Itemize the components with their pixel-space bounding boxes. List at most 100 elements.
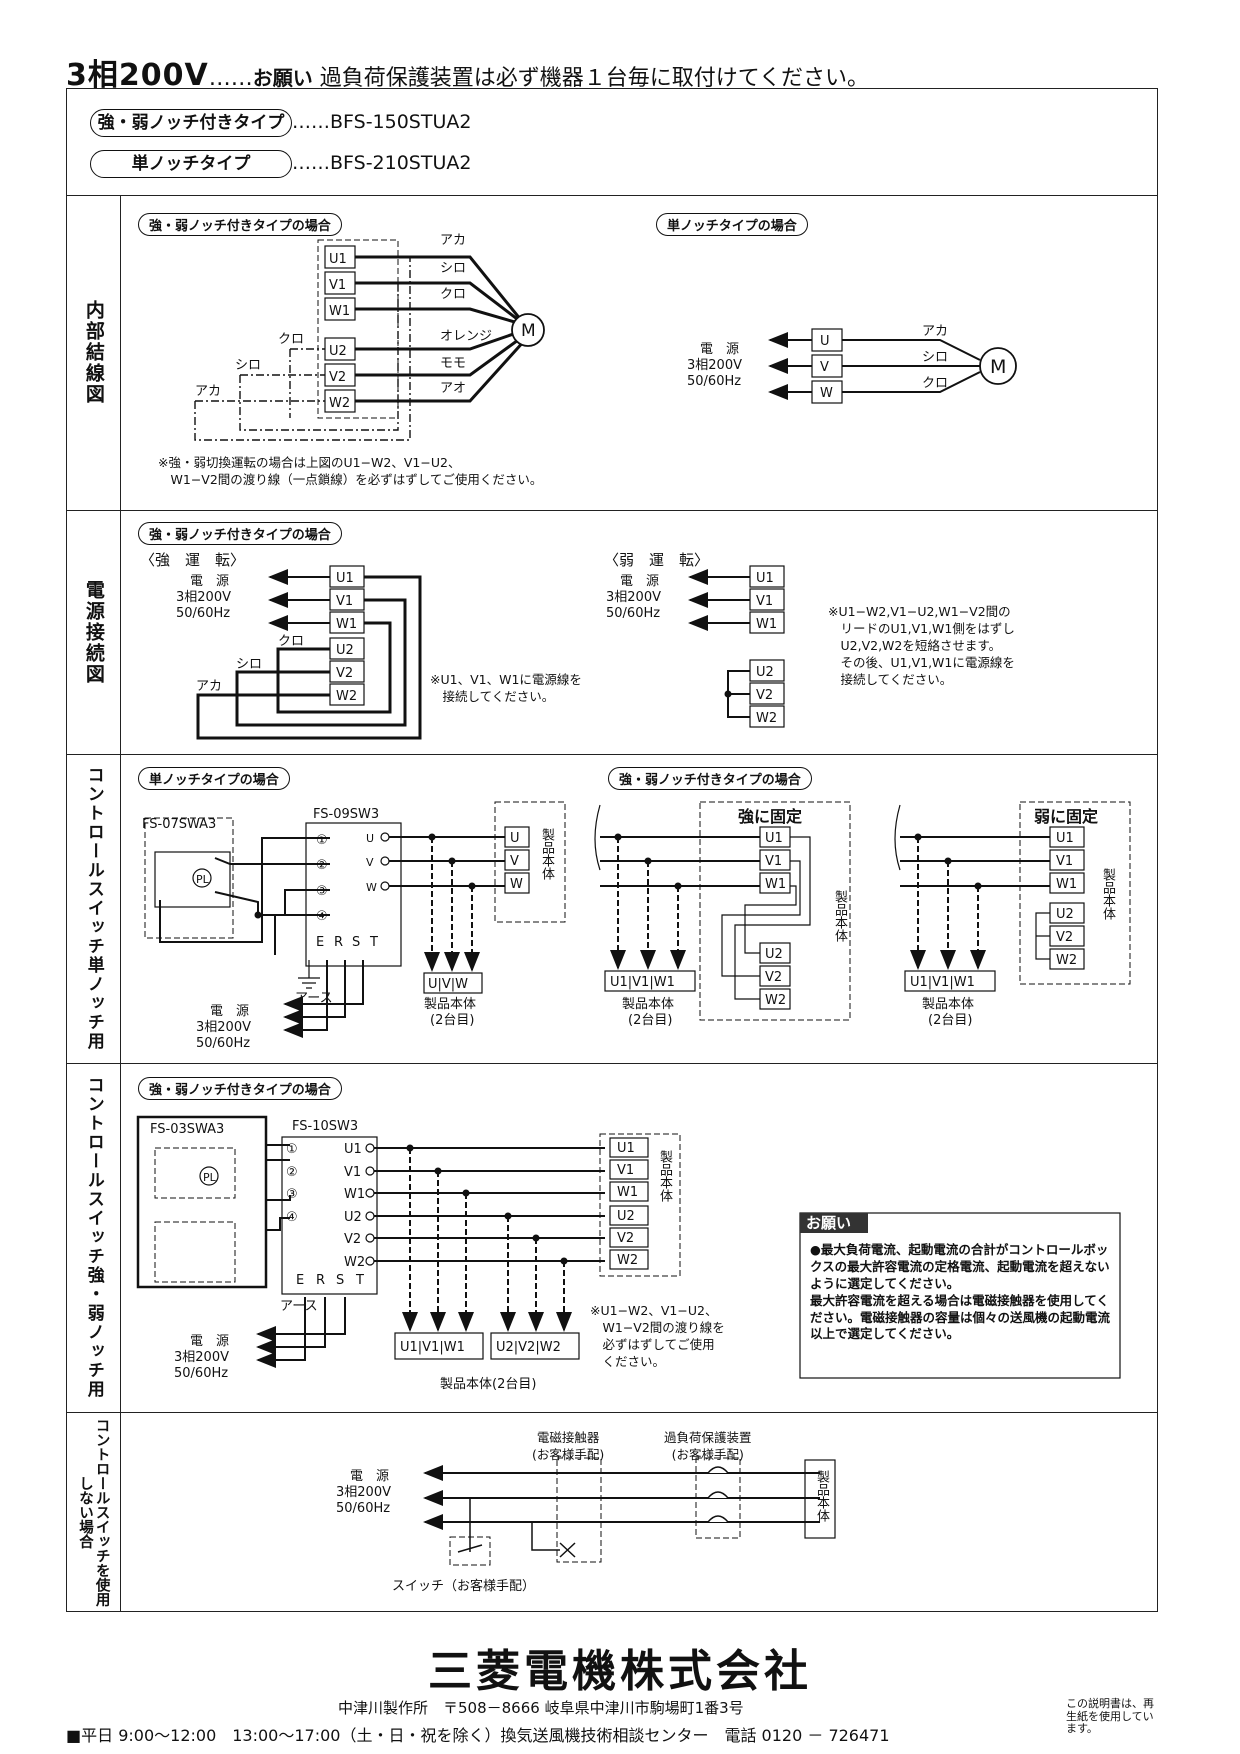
terminal-label: U — [366, 832, 374, 845]
terminal-label: W2 — [344, 1255, 365, 1270]
power-label: 50/60Hz — [176, 606, 230, 621]
weak-note: ※U1−W2,V1−U2,W1−V2間の リードのU1,V1,W1側をはずし U… — [828, 604, 1015, 687]
terminal-label: V1 — [1056, 854, 1073, 869]
terminal-label: V2 — [617, 1231, 634, 1246]
terminal-label: V1 — [756, 594, 773, 609]
terminal-label: U — [510, 831, 520, 846]
terminal-label: S — [352, 935, 360, 950]
wire-label: シロ — [235, 358, 261, 373]
label-column-divider — [120, 195, 121, 1612]
case-dual-pill: 強・弱ノッチ付きタイプの場合 — [138, 522, 342, 545]
wire-label: シロ — [440, 261, 466, 276]
power-label: 3相200V — [176, 590, 231, 605]
terminal-number: ① — [316, 833, 328, 848]
divider — [66, 510, 1158, 511]
terminal-number: ④ — [286, 1210, 298, 1225]
product-label: (2台目) — [928, 1013, 972, 1028]
product-label: 製品本体 — [424, 997, 476, 1012]
divider — [66, 1063, 1158, 1064]
terminal-label: V2 — [344, 1232, 361, 1247]
section-label-dual-ctrl: コントロールスイッチ強・弱ノッチ用 — [83, 1076, 104, 1399]
terminal-number: ③ — [286, 1187, 298, 1202]
internal-single-diagram — [768, 328, 1017, 404]
terminal-label: U1 — [617, 1141, 635, 1156]
contactor-label: 電磁接触器 (お客様手配) — [532, 1430, 605, 1462]
power-label: 電 源 — [190, 1334, 229, 1349]
weak-run-label: 〈弱 運 転〉 — [604, 551, 709, 569]
heading-request-label: お願い — [252, 66, 313, 90]
terminal-number: ③ — [316, 884, 328, 899]
power-label: 50/60Hz — [687, 374, 741, 389]
terminal-number: ① — [286, 1142, 298, 1157]
case-dual-pill: 強・弱ノッチ付きタイプの場合 — [138, 213, 342, 236]
terminal-label: W — [366, 881, 377, 894]
fixed-strong-diagram — [594, 801, 851, 1021]
fixed-weak-label: 弱に固定 — [1034, 807, 1098, 826]
product-body-label: 製品本体 — [1100, 868, 1115, 920]
power-label: 50/60Hz — [336, 1501, 390, 1516]
terminal-label: V — [510, 854, 519, 869]
heading-request-text: 過負荷保護装置は必ず機器１台毎に取付けてください。 — [319, 66, 870, 91]
company-name: 三菱電機株式会社 — [428, 1646, 812, 1697]
wire-label: シロ — [236, 657, 262, 672]
power-label: 電 源 — [620, 574, 659, 589]
heading-dots: …… — [208, 66, 253, 91]
product-label: 製品本体 — [622, 997, 674, 1012]
terminal-label: U1 — [1056, 831, 1074, 846]
earth-label: アース — [295, 991, 333, 1006]
request-title: お願い — [806, 1214, 851, 1232]
page-heading: 3相200V……お願い 過負荷保護装置は必ず機器１台毎に取付けてください。 — [66, 50, 869, 94]
terminal-label: V1 — [336, 594, 353, 609]
terminal-label: U1 — [344, 1142, 362, 1157]
switch-model-label: FS-03SWA3 — [150, 1122, 224, 1137]
product-label: (2台目) — [628, 1013, 672, 1028]
earth-label: アース — [280, 1299, 318, 1314]
terminal-label: V1 — [329, 278, 346, 293]
type-single-pill: 単ノッチタイプ — [90, 150, 292, 178]
strong-note: ※U1、V1、W1に電源線を 接続してください。 — [430, 672, 582, 704]
overload-label: 過負荷保護装置 (お客様手配) — [664, 1430, 752, 1462]
terminal-label: W2 — [617, 1253, 638, 1268]
section-label-single-ctrl: コントロールスイッチ単ノッチ用 — [83, 766, 104, 1051]
wire-label: シロ — [922, 350, 948, 365]
motor-label: M — [521, 321, 536, 341]
terminal-label: W1 — [756, 617, 777, 632]
power-label: 3相200V — [196, 1020, 251, 1035]
terminal-label: W2 — [765, 993, 786, 1008]
factory-address: 中津川製作所 〒508－8666 岐阜県中津川市駒場町1番3号 — [338, 1699, 744, 1717]
wire-label: オレンジ — [440, 329, 492, 344]
terminal-label: W1 — [1056, 877, 1077, 892]
pl-label: PL — [203, 1171, 217, 1184]
section-label-power: 電源接続図 — [82, 579, 105, 685]
terminal-label: U2 — [336, 643, 354, 658]
recycle-note: この説明書は、再生紙を使用しています。 — [1066, 1697, 1154, 1736]
divider — [66, 1412, 1158, 1413]
product-body-label: 製品本体 — [814, 1470, 829, 1522]
product-label: (2台目) — [430, 1013, 474, 1028]
switch-model-label: FS-07SWA3 — [142, 817, 216, 832]
terminal-label: W1 — [344, 1187, 365, 1202]
wire-label: アカ — [195, 384, 221, 399]
wire-label: クロ — [278, 634, 304, 649]
strong-run-label: 〈強 運 転〉 — [140, 551, 245, 569]
terminal-number: ② — [286, 1165, 298, 1180]
product-body-label: 製品本体 — [539, 828, 554, 880]
terminal-label: U2 — [756, 665, 774, 680]
terminal-number: ② — [316, 858, 328, 873]
case-dual-pill: 強・弱ノッチ付きタイプの場合 — [608, 767, 812, 790]
wire-label: アカ — [922, 324, 948, 339]
dual-note: ※U1−W2、V1−U2、 W1−V2間の渡り線を 必ずはずしてご使用 ください… — [590, 1303, 725, 1369]
divider — [66, 195, 1158, 196]
section-label-no-ctrl: コントロールスイッチを使用しない場合 — [77, 1417, 110, 1607]
customer-switch-label: スイッチ（お客様手配） — [392, 1578, 535, 1594]
power-label: 電 源 — [350, 1469, 389, 1484]
pl-label: PL — [196, 873, 210, 886]
terminal-label: W — [510, 877, 523, 892]
power-label: 50/60Hz — [196, 1036, 250, 1051]
model-single: ……BFS-210STUA2 — [292, 152, 472, 174]
terminal-label: U2|V2|W2 — [496, 1340, 561, 1355]
terminal-label: W2 — [756, 711, 777, 726]
fixed-weak-diagram — [894, 801, 1131, 992]
terminal-label: W1 — [765, 877, 786, 892]
terminal-number: ④ — [316, 909, 328, 924]
